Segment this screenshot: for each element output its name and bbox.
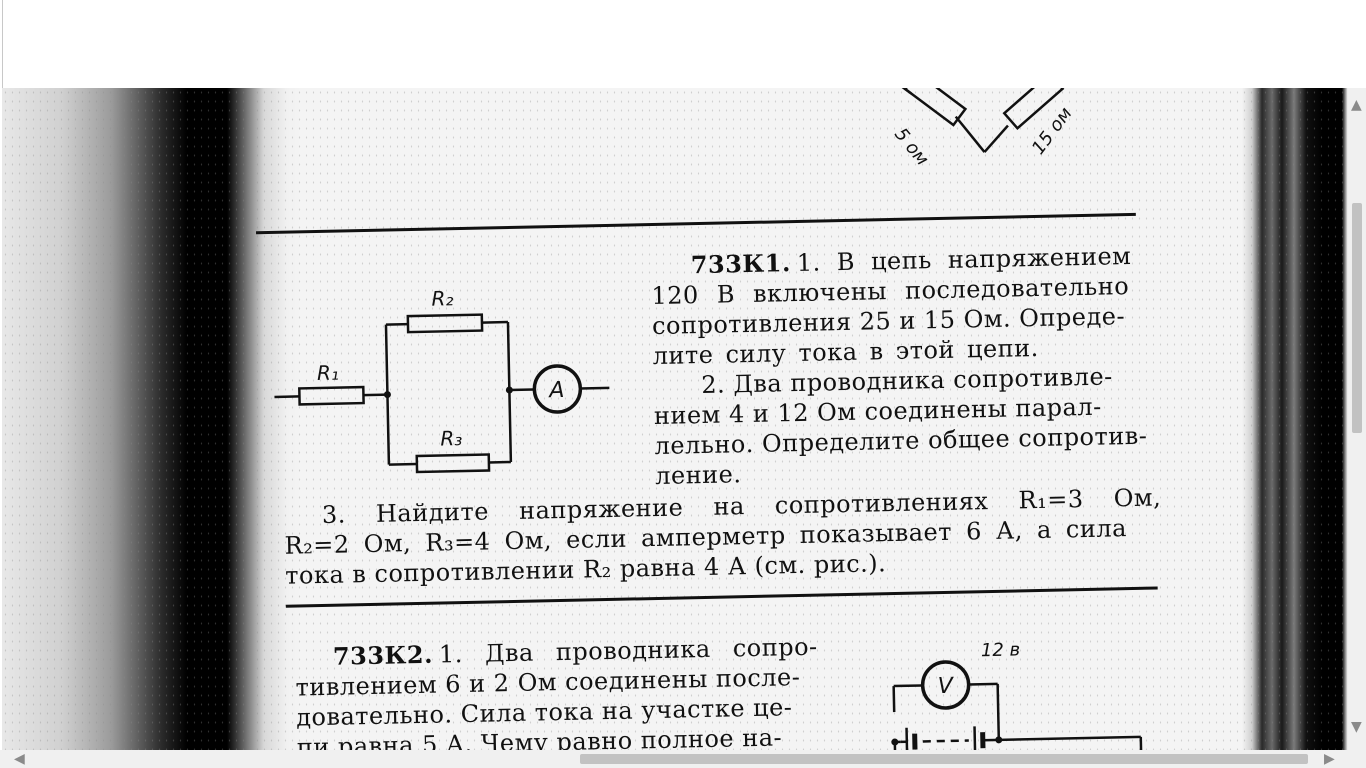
page-content: 5 ом 15 ом <box>2 88 1348 750</box>
k1-line: ление. <box>654 460 742 490</box>
scroll-left-arrow-icon[interactable]: ◀ <box>14 751 25 767</box>
k1-ammeter-label: A <box>547 378 565 403</box>
vertical-scrollbar[interactable]: ▲ ▼ <box>1348 88 1366 750</box>
k1-r2-label: R₂ <box>431 286 453 310</box>
scanned-page: 5 ом 15 ом <box>2 88 1348 750</box>
scan-noise <box>2 88 1348 750</box>
divider-middle <box>285 586 1158 608</box>
horizontal-scrollbar[interactable]: ◀ ▶ <box>0 750 1366 768</box>
scroll-right-arrow-icon[interactable]: ▶ <box>1324 751 1335 767</box>
k1-r3-label: R₃ <box>440 426 462 450</box>
vertical-scroll-thumb[interactable] <box>1352 203 1362 433</box>
scroll-up-arrow-icon[interactable]: ▲ <box>1351 97 1362 113</box>
k2-heading: 733К2. <box>332 639 434 671</box>
k2-voltmeter-label: V <box>937 674 955 699</box>
k2-circuit-diagram: V 12 в <box>891 639 1143 750</box>
scroll-down-arrow-icon[interactable]: ▼ <box>1351 719 1362 735</box>
divider-top <box>255 212 1136 235</box>
page-spine-shadow <box>2 88 302 750</box>
k2-voltage-label: 12 в <box>981 639 1021 661</box>
k1-heading: 733К1. <box>690 248 792 280</box>
k1-r1-label: R₁ <box>317 361 339 385</box>
top-r-left-label: 5 ом <box>890 124 933 170</box>
horizontal-scroll-thumb[interactable] <box>580 754 1308 764</box>
top-circuit-fragment: 5 ом 15 ом <box>884 88 1076 170</box>
viewer-top-margin <box>2 0 1349 88</box>
page-edge-shadow <box>1242 88 1348 750</box>
k1-circuit-diagram: R₁ R₂ R₃ A <box>274 286 610 474</box>
